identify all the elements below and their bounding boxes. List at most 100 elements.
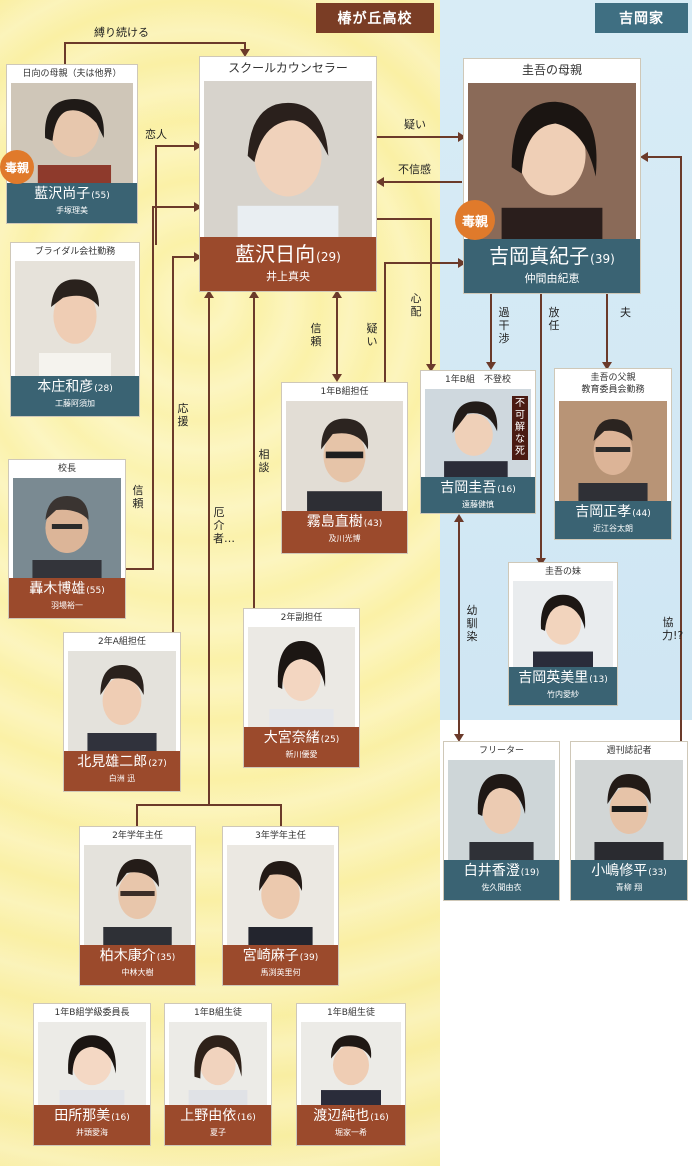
- role-label: 1年B組生徒: [194, 1008, 242, 1018]
- character-age: (35): [156, 953, 176, 963]
- nameplate: 吉岡真紀子(39) 仲間由紀恵: [464, 239, 640, 293]
- connector: [136, 804, 282, 806]
- role-label: 2年学年主任: [112, 831, 163, 841]
- connector: [490, 294, 492, 364]
- portrait-photo: [169, 1022, 267, 1105]
- arrow-head: [454, 514, 464, 522]
- character-age: (27): [148, 759, 167, 769]
- connector: [680, 156, 682, 748]
- character-age: (28): [94, 384, 113, 394]
- portrait-photo: [468, 83, 636, 239]
- role-label: 圭吾の母親: [521, 63, 582, 77]
- character-name: 柏木康介: [99, 948, 156, 964]
- portrait-photo: [15, 261, 135, 376]
- connector: [646, 156, 682, 158]
- character-age: (55): [86, 586, 105, 596]
- arrow-head: [204, 290, 214, 298]
- portrait-photo: [513, 581, 613, 667]
- toxic-parent-badge: 毒親: [455, 200, 495, 240]
- role-label: 圭吾の父親 教育委員会勤務: [581, 373, 645, 395]
- portrait-photo: [559, 401, 667, 501]
- character-card-asako: 3年学年主任 宮崎麻子(39) 馬渕英里何: [222, 826, 339, 986]
- arrow-head: [249, 290, 259, 298]
- character-name: 本庄和彦: [37, 379, 94, 395]
- actor-name: 手塚理美: [56, 206, 88, 215]
- connector: [208, 296, 210, 806]
- character-name: 藍沢日向: [235, 242, 316, 266]
- nameplate: 大宮奈緒(25) 新川優愛: [244, 727, 359, 767]
- role-label: 2年A組担任: [98, 637, 146, 647]
- character-age: (16): [370, 1113, 389, 1123]
- connector: [172, 256, 200, 258]
- relation-keeps-binding: 縛り続ける: [94, 26, 149, 39]
- arrow-head: [426, 364, 436, 372]
- character-name: 白井香澄: [463, 863, 520, 879]
- actor-name: 馬渕英里何: [260, 968, 301, 977]
- connector: [382, 181, 462, 183]
- character-card-yui: 1年B組生徒 上野由依(16) 夏子: [164, 1003, 272, 1146]
- relation-husband: 夫: [620, 306, 631, 319]
- portrait-photo: [248, 627, 355, 727]
- nameplate: 吉岡圭吾(16) 遠藤健慎: [421, 477, 535, 513]
- nameplate: 吉岡正孝(44) 近江谷太朗: [555, 501, 671, 539]
- character-name: 上野由依: [180, 1108, 237, 1124]
- portrait-photo: [286, 401, 403, 511]
- character-age: (16): [111, 1113, 130, 1123]
- arrow-head: [454, 734, 464, 742]
- actor-name: 井頭愛海: [76, 1128, 108, 1137]
- actor-name: 工藤阿須加: [55, 399, 95, 408]
- character-age: (33): [648, 868, 667, 878]
- character-card-hiroo: 校長 轟木博雄(55) 羽場裕一: [8, 459, 126, 619]
- role-label: 週刊誌記者: [606, 746, 652, 756]
- nameplate: 渡辺純也(16) 堀家一希: [297, 1105, 405, 1145]
- nameplate: 宮崎麻子(39) 馬渕英里何: [223, 945, 338, 985]
- character-age: (29): [316, 250, 341, 264]
- relation-childhood-friend: 幼馴染: [466, 604, 478, 643]
- character-age: (43): [363, 519, 383, 529]
- character-age: (39): [590, 252, 615, 266]
- relation-trust-2: 信頼: [132, 484, 144, 510]
- character-card-kazuhiko: ブライダル会社勤務 本庄和彦(28) 工藤阿須加: [10, 242, 140, 417]
- character-age: (16): [237, 1113, 256, 1123]
- character-card-junya: 1年B組生徒 渡辺純也(16) 堀家一希: [296, 1003, 406, 1146]
- character-name: 吉岡英美里: [518, 670, 589, 686]
- connector: [376, 218, 432, 220]
- character-age: (55): [91, 191, 110, 201]
- character-age: (44): [632, 509, 651, 519]
- mysterious-death-tag: 不可解な死: [512, 396, 528, 460]
- character-name: 藍沢尚子: [34, 186, 91, 202]
- character-age: (16): [497, 485, 516, 495]
- character-name: 北見雄二郎: [77, 754, 148, 770]
- role-label: 1年B組 不登校: [445, 375, 511, 385]
- portrait-photo: [38, 1022, 146, 1105]
- relation-worry: 心配: [410, 292, 422, 318]
- role-label: 校長: [57, 464, 76, 474]
- relation-trust: 信頼: [310, 322, 322, 348]
- section-label-family: 吉岡家: [595, 3, 688, 33]
- arrow-head: [486, 362, 496, 370]
- character-card-masataka: 圭吾の父親 教育委員会勤務 吉岡正孝(44) 近江谷太朗: [554, 368, 672, 540]
- actor-name: 夏子: [210, 1128, 226, 1137]
- nameplate: 上野由依(16) 夏子: [165, 1105, 271, 1145]
- actor-name: 新川優愛: [285, 750, 318, 759]
- connector: [430, 218, 432, 366]
- nameplate: 轟木博雄(55) 羽場裕一: [9, 578, 125, 618]
- role-label: 1年B組学級委員長: [54, 1008, 130, 1018]
- connector: [155, 145, 157, 245]
- arrow-head: [640, 152, 648, 162]
- connector: [64, 42, 66, 64]
- actor-name: 佐久間由衣: [481, 883, 522, 892]
- arrow-head: [240, 49, 250, 57]
- character-card-makiko: 圭吾の母親 吉岡真紀子(39) 仲間由紀恵: [463, 58, 641, 294]
- actor-name: 竹内愛紗: [547, 690, 579, 699]
- character-card-nao: 2年副担任 大宮奈緒(25) 新川優愛: [243, 608, 360, 768]
- actor-name: 白洲 迅: [108, 774, 136, 783]
- relation-cooperation: 協力!?: [662, 616, 684, 642]
- connector: [606, 294, 608, 364]
- role-label: 2年副担任: [280, 613, 323, 623]
- connector: [458, 520, 460, 738]
- connector: [152, 206, 154, 570]
- portrait-photo: [13, 478, 121, 578]
- nameplate: 霧島直樹(43) 及川光博: [282, 511, 407, 553]
- connector: [155, 145, 200, 147]
